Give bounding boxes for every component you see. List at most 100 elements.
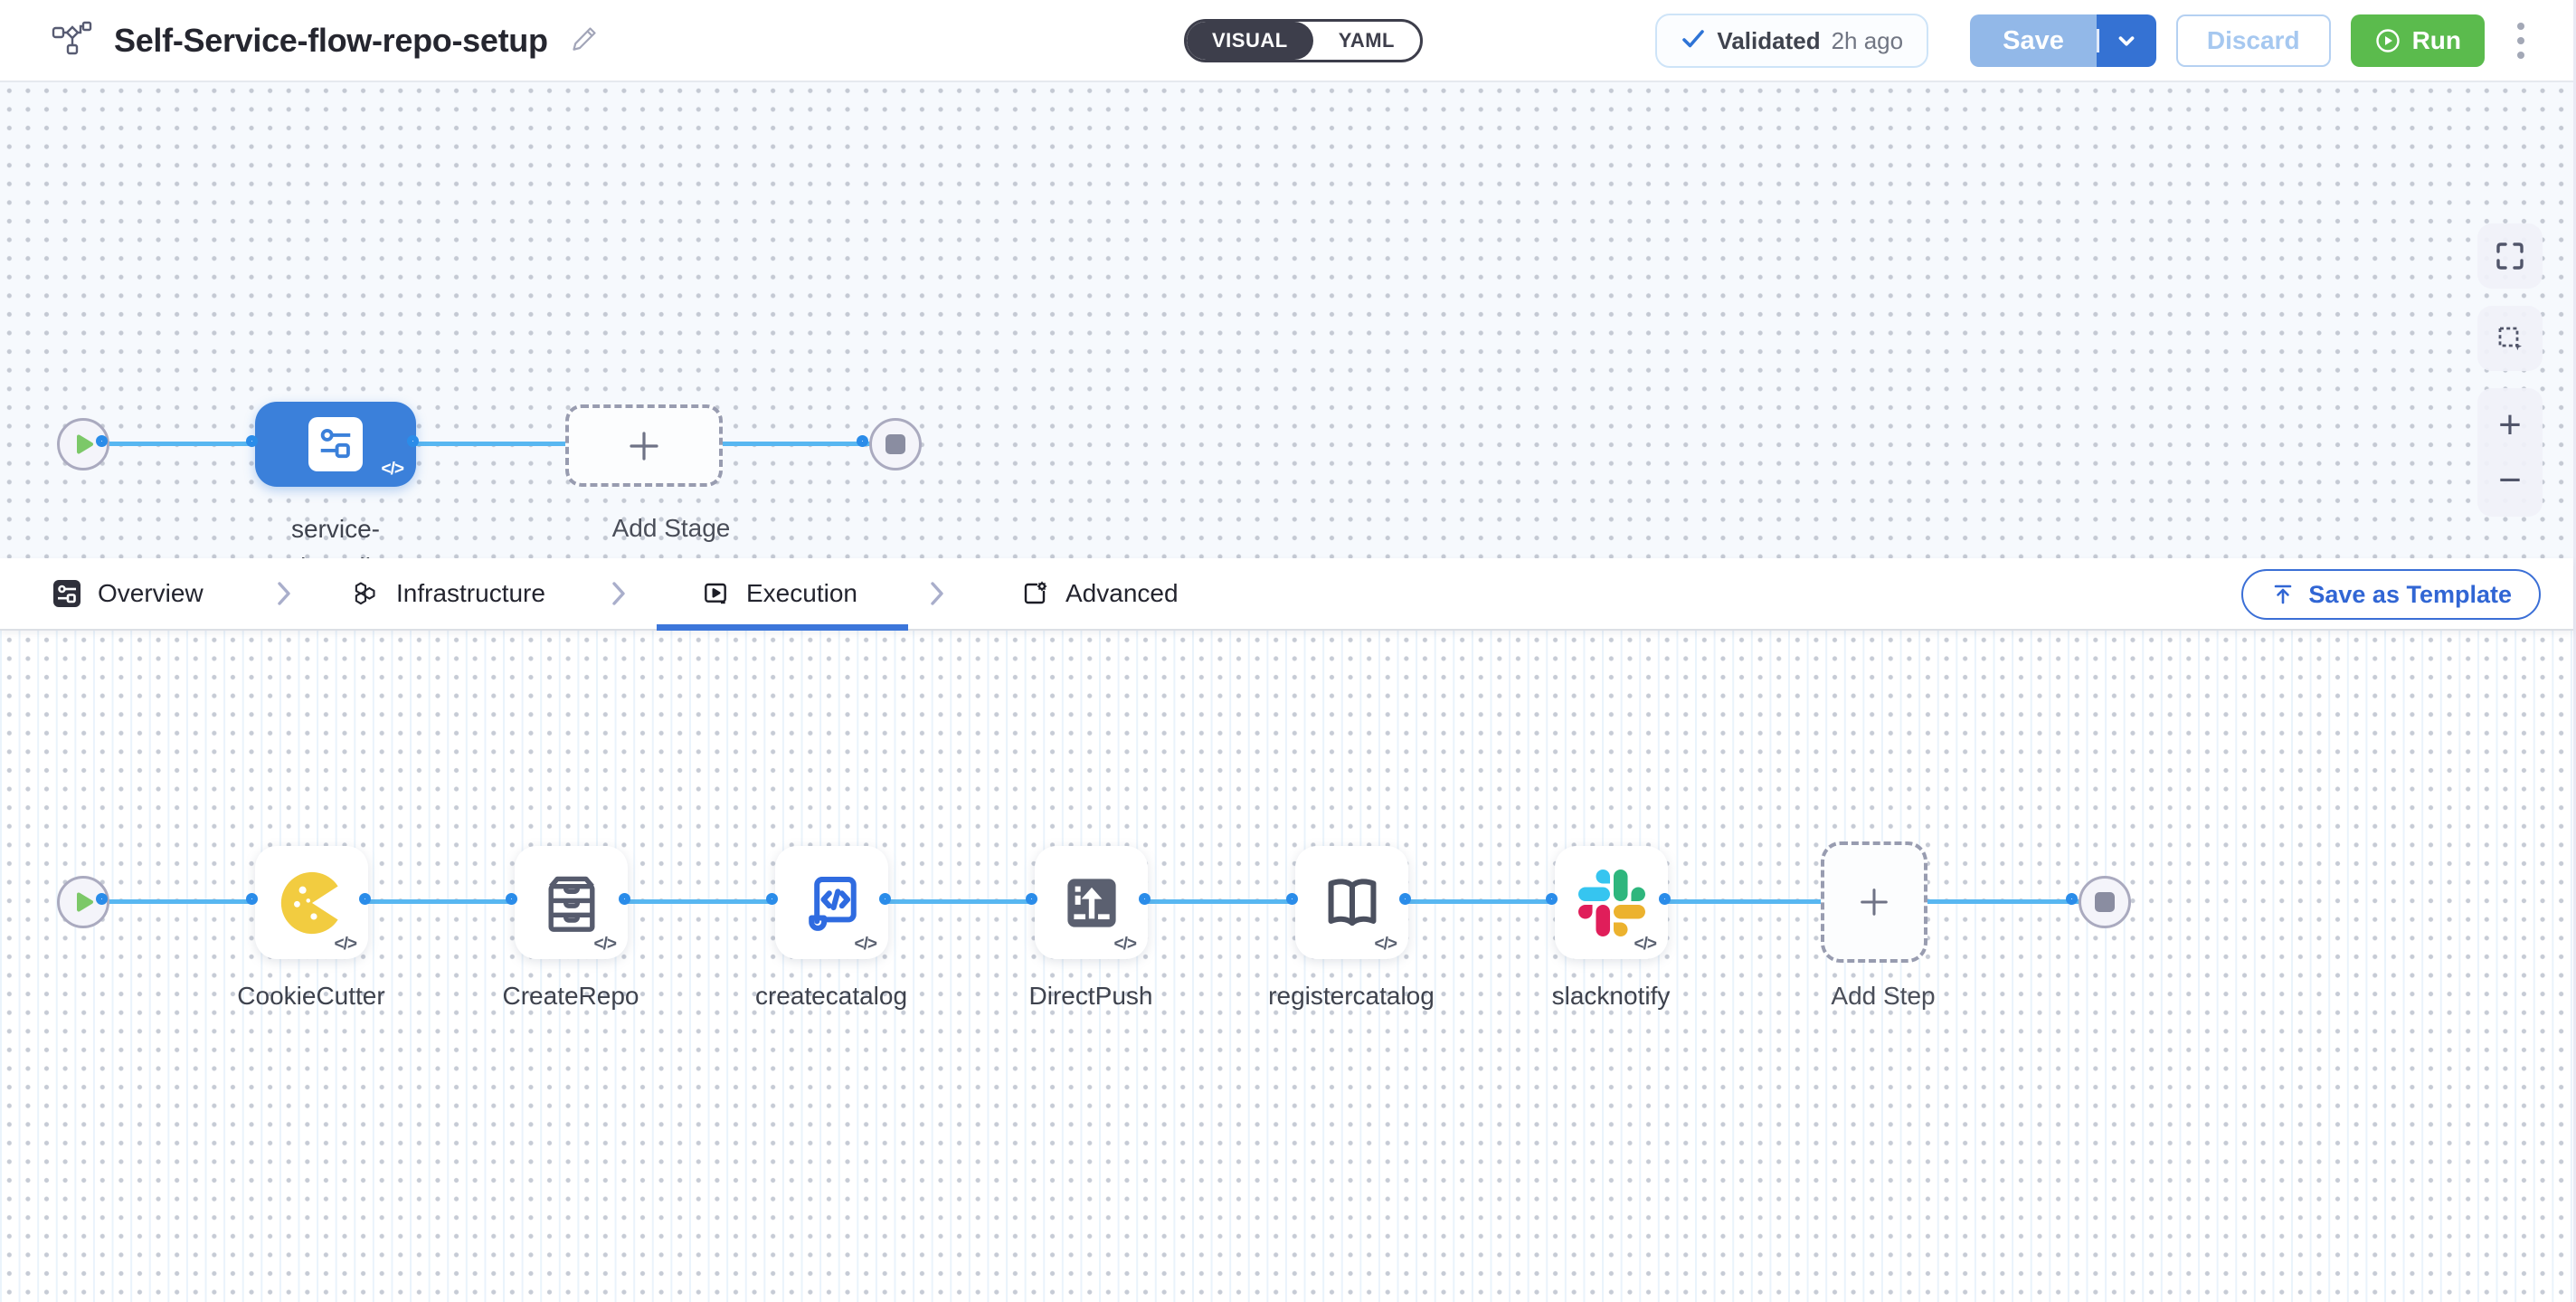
zoom-pill: + −: [2477, 388, 2543, 517]
plus-icon: [630, 431, 658, 461]
connector-port[interactable]: [619, 893, 630, 905]
execution-step-canvas[interactable]: </> </> </>: [0, 631, 2573, 1302]
save-split-button: Save: [1970, 14, 2156, 67]
code-step-badge: </>: [381, 460, 405, 479]
tab-overview[interactable]: Overview: [52, 558, 204, 629]
connector-port[interactable]: [246, 435, 258, 447]
connector-port[interactable]: [766, 893, 778, 905]
save-as-template-button[interactable]: Save as Template: [2241, 569, 2541, 620]
directpush-upload-icon: [1066, 878, 1116, 927]
step-node-createcatalog[interactable]: </>: [775, 846, 888, 959]
connector-port[interactable]: [857, 435, 868, 447]
overview-icon: [53, 580, 80, 607]
code-step-badge: </>: [1634, 935, 1658, 954]
add-stage-label: Add Stage: [611, 514, 731, 542]
connector-port[interactable]: [506, 893, 517, 905]
connector-port[interactable]: [2066, 893, 2078, 905]
stage-canvas[interactable]: </> service- onboarding Add Stage: [0, 81, 2573, 581]
plus-icon: [1861, 889, 1888, 916]
run-play-icon: [2375, 29, 2400, 52]
fullscreen-icon: [2496, 242, 2524, 270]
infrastructure-icon: [355, 582, 375, 605]
execution-icon: [705, 583, 726, 604]
save-as-template-label: Save as Template: [2308, 580, 2512, 608]
validated-badge: Validated 2h ago: [1655, 14, 1929, 68]
chevron-down-icon: [2118, 36, 2135, 46]
stage-end-node[interactable]: [869, 418, 922, 470]
step-node-directpush[interactable]: </>: [1035, 846, 1148, 959]
step-label: CreateRepo: [502, 982, 639, 1010]
tab-advanced-label: Advanced: [1065, 579, 1179, 607]
add-step-button[interactable]: [1821, 841, 1927, 963]
createrepo-drawers-icon: [548, 876, 594, 932]
cookiecutter-icon: [280, 871, 338, 934]
page-title: Self-Service-flow-repo-setup: [114, 22, 548, 59]
code-step-badge: </>: [334, 935, 358, 954]
connector-port[interactable]: [1286, 893, 1298, 905]
run-button[interactable]: Run: [2350, 14, 2485, 67]
tab-infrastructure-label: Infrastructure: [396, 579, 545, 607]
zoom-in-button[interactable]: +: [2498, 402, 2522, 447]
active-tab-underline: [657, 624, 908, 631]
stage-connector-line: [83, 442, 895, 446]
chevron-right-icon: [612, 582, 625, 605]
save-options-button[interactable]: [2096, 14, 2156, 67]
connector-port[interactable]: [879, 893, 891, 905]
code-step-badge: </>: [1113, 935, 1138, 954]
tab-execution[interactable]: Execution: [701, 558, 857, 629]
marquee-select-button[interactable]: [2477, 306, 2543, 371]
more-options-kebab-icon[interactable]: [2505, 14, 2537, 68]
start-play-icon: [77, 892, 93, 912]
visual-yaml-toggle[interactable]: VISUAL YAML: [1184, 19, 1423, 62]
upload-icon: [2275, 584, 2292, 604]
selection-box-icon: [2498, 327, 2522, 351]
edit-pencil-icon[interactable]: [570, 24, 599, 58]
connector-port[interactable]: [1399, 893, 1411, 905]
connector-port[interactable]: [407, 435, 419, 447]
save-button[interactable]: Save: [1970, 14, 2097, 67]
step-label: DirectPush: [1028, 982, 1153, 1010]
stage-node-service-onboarding[interactable]: </>: [255, 402, 416, 487]
stop-icon: [2095, 892, 2115, 912]
step-label: registercatalog: [1268, 982, 1435, 1010]
step-node-registercatalog[interactable]: </>: [1295, 846, 1408, 959]
connector-port[interactable]: [359, 893, 371, 905]
header-bar: Self-Service-flow-repo-setup VISUAL YAML…: [0, 0, 2573, 81]
slack-icon: [1577, 869, 1645, 936]
add-stage-button[interactable]: [565, 404, 723, 487]
step-node-createrepo[interactable]: </>: [515, 846, 628, 959]
toggle-yaml[interactable]: YAML: [1338, 29, 1395, 52]
zoom-out-button[interactable]: −: [2498, 457, 2522, 502]
connector-port[interactable]: [96, 893, 108, 905]
stop-icon: [886, 434, 905, 454]
pipeline-flow-icon: [51, 18, 92, 64]
discard-button[interactable]: Discard: [2175, 14, 2331, 67]
step-node-cookiecutter[interactable]: </>: [255, 846, 368, 959]
step-end-node[interactable]: [2079, 876, 2131, 928]
connector-port[interactable]: [1026, 893, 1037, 905]
validated-label: Validated: [1717, 26, 1821, 54]
connector-port[interactable]: [1659, 893, 1671, 905]
step-label: createcatalog: [754, 982, 908, 1010]
connector-port[interactable]: [246, 893, 258, 905]
createcatalog-script-icon: [808, 876, 857, 931]
check-icon: [1681, 26, 1706, 56]
stage-tabs-bar: Overview Infrastructure Execution: [0, 558, 2573, 631]
connector-port[interactable]: [96, 435, 108, 447]
registercatalog-book-icon: [1328, 878, 1376, 926]
start-play-icon: [77, 434, 93, 454]
canvas-zoom-controls: + −: [2477, 223, 2543, 517]
advanced-icon: [1024, 581, 1047, 604]
stage-type-icon: [308, 417, 363, 471]
validated-time: 2h ago: [1831, 26, 1904, 54]
fit-to-screen-button[interactable]: [2477, 223, 2543, 289]
tab-advanced[interactable]: Advanced: [1020, 558, 1179, 629]
tab-infrastructure[interactable]: Infrastructure: [351, 558, 545, 629]
connector-port[interactable]: [1139, 893, 1151, 905]
tab-execution-label: Execution: [746, 579, 857, 607]
step-node-slacknotify[interactable]: </>: [1555, 846, 1668, 959]
connector-port[interactable]: [1546, 893, 1558, 905]
run-label: Run: [2411, 26, 2461, 54]
toggle-visual[interactable]: VISUAL: [1187, 22, 1313, 60]
tab-overview-label: Overview: [98, 579, 204, 607]
